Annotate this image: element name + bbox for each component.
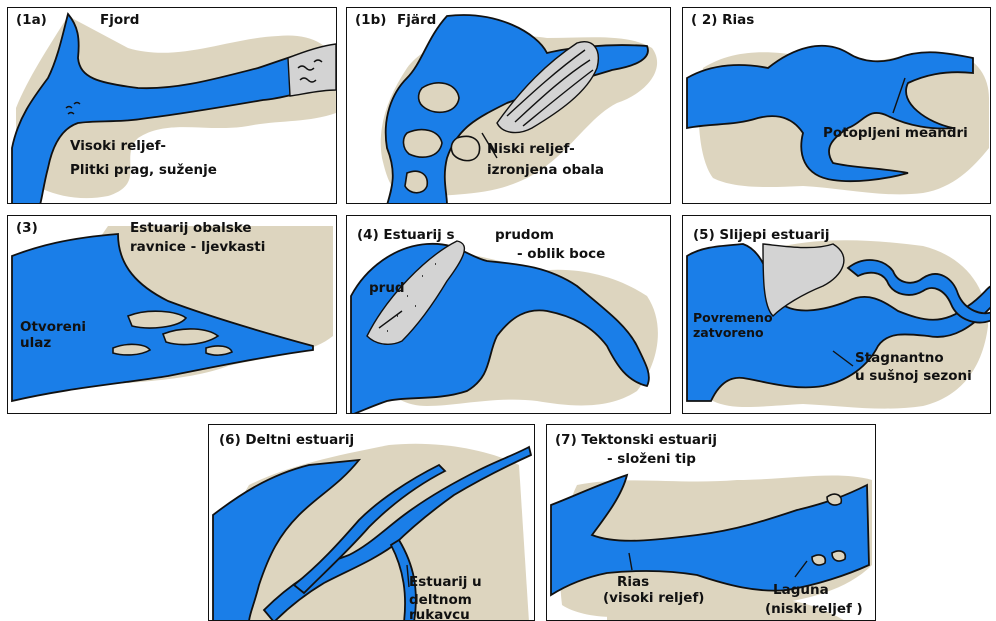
channel-label: Estuarij u (409, 575, 482, 591)
island (419, 83, 459, 113)
sandbar-island (113, 344, 150, 355)
panel-rias: ( 2) Rias Potopljeni meandri (682, 7, 991, 204)
island (405, 171, 427, 193)
panel-fjord: (1a) Fjord Visoki reljef- Plitki prag, s… (7, 7, 337, 204)
delta-estuary-map (209, 425, 535, 621)
panel-delta-estuary: (6) Deltni estuarij Estuarij u deltnom r… (208, 424, 535, 621)
panel-title: ( 2) Rias (691, 13, 754, 29)
lagoon-island (832, 551, 845, 561)
closed-label: Povremeno (693, 311, 773, 325)
relief-label: Niski reljef- (487, 142, 575, 158)
panel-id: (1b) (355, 13, 386, 29)
island (403, 130, 442, 158)
lagoon-label: Laguna (773, 583, 829, 599)
panel-title: (5) Slijepi estuarij (693, 228, 829, 244)
panel-coastal-plain-estuary: (3) Estuarij obalske ravnice - ljevkasti… (7, 215, 337, 414)
stagnant-label-2: u sušnoj sezoni (855, 369, 972, 385)
panel-fjard: (1b) Fjärd Niski reljef- izronjena obala (346, 7, 671, 204)
panel-id: (3) (16, 221, 38, 237)
panel-title-line1: Estuarij obalske (130, 221, 252, 237)
open-entrance-label: Otvoreni (20, 320, 86, 336)
panel-title: Fjord (100, 13, 139, 29)
panel-id: (1a) (16, 13, 47, 29)
panel-title: (6) Deltni estuarij (219, 433, 354, 449)
panel-bar-built-estuary: (4) Estuarij s prudom - oblik boce prud (346, 215, 671, 414)
island (451, 136, 479, 160)
panel-title-line2: prudom (495, 228, 554, 244)
stagnant-label: Stagnantno (855, 351, 944, 367)
panel-title-line2: - složeni tip (607, 452, 696, 468)
rias-relief-label: (visoki reljef) (603, 591, 704, 607)
open-entrance-label-2: ulaz (20, 336, 51, 352)
panel-title-line1: (7) Tektonski estuarij (555, 433, 717, 449)
panel-title-line3: - oblik boce (517, 247, 605, 263)
lagoon-island (827, 494, 841, 505)
sill-label: Plitki prag, suženje (70, 163, 217, 179)
panel-title: Fjärd (397, 13, 436, 29)
panel-tectonic-estuary: (7) Tektonski estuarij - složeni tip Ria… (546, 424, 876, 621)
lagoon-island (812, 555, 825, 565)
panel-blind-estuary: (5) Slijepi estuarij Povremeno zatvoreno… (682, 215, 991, 414)
bar-estuary-map (347, 216, 671, 414)
panel-title-line2: ravnice - ljevkasti (130, 240, 265, 256)
closed-label-2: zatvoreno (693, 326, 764, 340)
panel-title-line1: (4) Estuarij s (357, 228, 455, 244)
coast-label: izronjena obala (487, 163, 604, 179)
spit-label: prud (369, 281, 405, 297)
meander-label: Potopljeni meandri (823, 126, 968, 142)
channel-label-3: rukavcu (409, 608, 470, 621)
lagoon-relief-label: (niski reljef ) (765, 602, 863, 618)
rias-map (683, 8, 991, 204)
relief-label: Visoki reljef- (70, 139, 166, 155)
rias-label: Rias (617, 575, 649, 591)
sandbar-island (206, 346, 232, 355)
